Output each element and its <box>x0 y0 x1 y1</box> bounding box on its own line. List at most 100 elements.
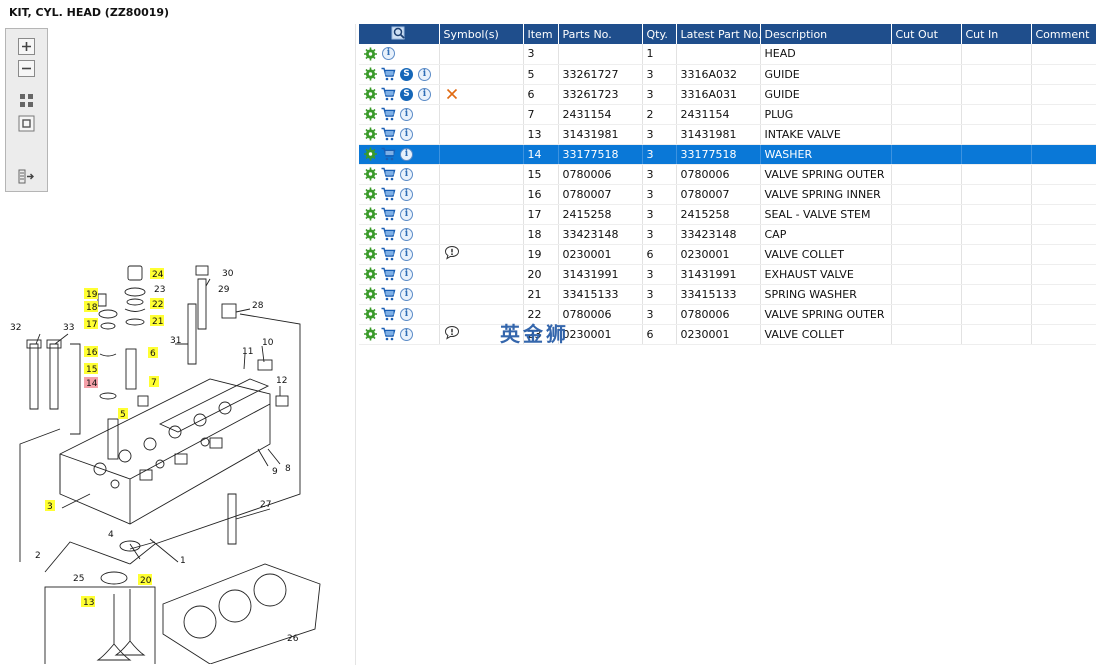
illustration-pane[interactable]: 24 23 22 21 19 18 17 16 15 14 6 7 5 3 <box>0 24 356 665</box>
info-icon[interactable]: i <box>417 87 432 101</box>
info-icon[interactable]: i <box>381 47 396 61</box>
fit-all-icon[interactable] <box>16 91 37 109</box>
info-icon[interactable]: i <box>399 167 414 181</box>
gear-icon[interactable] <box>363 327 378 341</box>
callout-3[interactable]: 3 <box>47 502 53 512</box>
fit-window-icon[interactable] <box>16 114 37 132</box>
callout-15[interactable]: 15 <box>86 365 97 375</box>
callout-22[interactable]: 22 <box>152 300 163 310</box>
column-header-cut-in[interactable]: Cut In <box>961 24 1032 44</box>
gear-icon[interactable] <box>363 187 378 201</box>
callout-28[interactable]: 28 <box>252 301 264 311</box>
info-icon[interactable]: i <box>417 67 432 81</box>
callout-5[interactable]: 5 <box>120 410 126 420</box>
gear-icon[interactable] <box>363 47 378 61</box>
column-header-symbols[interactable]: Symbol(s) <box>439 24 524 44</box>
cart-icon[interactable] <box>381 247 396 261</box>
info-icon[interactable]: i <box>399 107 414 121</box>
callout-33[interactable]: 33 <box>63 323 74 333</box>
find-icon[interactable] <box>391 26 407 43</box>
gear-icon[interactable] <box>363 307 378 321</box>
gear-icon[interactable] <box>363 227 378 241</box>
gear-icon[interactable] <box>363 87 378 101</box>
column-header-cut-out[interactable]: Cut Out <box>891 24 962 44</box>
callout-25[interactable]: 25 <box>73 574 84 584</box>
callout-7[interactable]: 7 <box>151 378 157 388</box>
service-info-icon[interactable]: S <box>399 87 414 101</box>
gear-icon[interactable] <box>363 127 378 141</box>
column-header-parts-no[interactable]: Parts No. <box>558 24 643 44</box>
info-icon[interactable]: i <box>399 287 414 301</box>
cart-icon[interactable] <box>381 287 396 301</box>
callout-10[interactable]: 10 <box>262 338 274 348</box>
column-header-tools[interactable] <box>359 24 440 44</box>
gear-icon[interactable] <box>363 247 378 261</box>
callout-27[interactable]: 27 <box>260 500 271 510</box>
callout-17[interactable]: 17 <box>86 320 97 330</box>
info-icon[interactable]: i <box>399 147 414 161</box>
callout-26[interactable]: 26 <box>287 634 299 644</box>
callout-1[interactable]: 1 <box>180 556 186 566</box>
column-header-latest-part-no[interactable]: Latest Part No. <box>676 24 761 44</box>
callout-19[interactable]: 19 <box>86 290 98 300</box>
column-header-comment[interactable]: Comment <box>1031 24 1096 44</box>
callout-8[interactable]: 8 <box>285 464 291 474</box>
callout-16[interactable]: 16 <box>86 348 98 358</box>
cart-icon[interactable] <box>381 327 396 341</box>
callout-14[interactable]: 14 <box>86 379 98 389</box>
show-hotspots-icon[interactable] <box>16 167 37 185</box>
zoom-in-icon[interactable] <box>16 37 37 55</box>
callout-32[interactable]: 32 <box>10 323 21 333</box>
callout-2[interactable]: 2 <box>35 551 41 561</box>
info-icon[interactable]: i <box>399 127 414 141</box>
info-icon[interactable]: i <box>399 247 414 261</box>
cart-icon[interactable] <box>381 227 396 241</box>
callout-11[interactable]: 11 <box>242 347 253 357</box>
gear-icon[interactable] <box>363 167 378 181</box>
cart-icon[interactable] <box>381 127 396 141</box>
gear-icon[interactable] <box>363 287 378 301</box>
cart-icon[interactable] <box>381 267 396 281</box>
cart-icon[interactable] <box>381 167 396 181</box>
info-icon[interactable]: i <box>399 227 414 241</box>
column-header-description[interactable]: Description <box>760 24 892 44</box>
info-icon[interactable]: i <box>399 267 414 281</box>
callout-24[interactable]: 24 <box>152 270 164 280</box>
info-icon[interactable]: i <box>399 307 414 321</box>
callout-13[interactable]: 13 <box>83 598 94 608</box>
callout-20[interactable]: 20 <box>140 576 152 586</box>
callout-4[interactable]: 4 <box>108 530 114 540</box>
callout-12[interactable]: 12 <box>276 376 287 386</box>
info-icon[interactable]: i <box>399 207 414 221</box>
gear-icon[interactable] <box>363 267 378 281</box>
column-header-item[interactable]: Item <box>523 24 559 44</box>
note-icon[interactable] <box>444 245 460 261</box>
callout-9[interactable]: 9 <box>272 467 278 477</box>
zoom-out-icon[interactable] <box>16 59 37 77</box>
callout-30[interactable]: 30 <box>222 269 234 279</box>
cart-icon[interactable] <box>381 207 396 221</box>
callout-23[interactable]: 23 <box>154 285 165 295</box>
exploded-diagram[interactable]: 24 23 22 21 19 18 17 16 15 14 6 7 5 3 <box>0 224 356 664</box>
column-header-qty[interactable]: Qty. <box>642 24 677 44</box>
gear-icon[interactable] <box>363 207 378 221</box>
cart-icon[interactable] <box>381 87 396 101</box>
callout-21[interactable]: 21 <box>152 317 163 327</box>
cart-icon[interactable] <box>381 187 396 201</box>
callout-18[interactable]: 18 <box>86 303 98 313</box>
cart-icon[interactable] <box>381 67 396 81</box>
